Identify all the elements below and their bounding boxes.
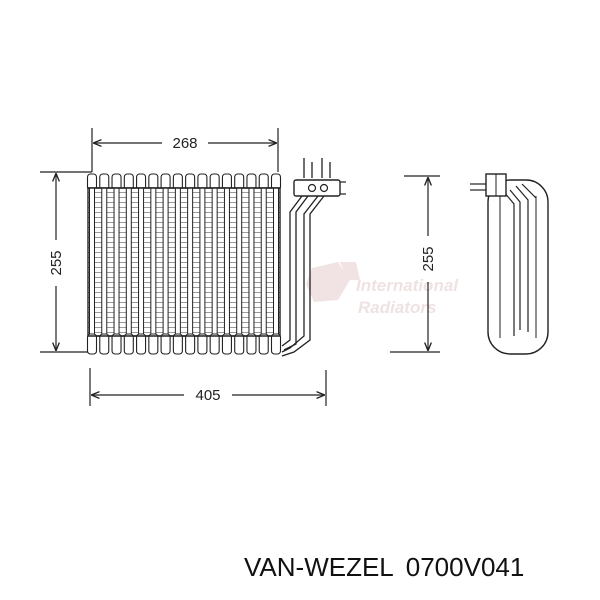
dimension-side-height: 255 — [390, 175, 440, 353]
core-tube — [174, 187, 181, 337]
core-tube — [199, 187, 206, 337]
dimension-top-width: 268 — [91, 128, 279, 172]
core-tube — [211, 187, 218, 337]
dimension-left-height-label: 255 — [48, 250, 65, 275]
connection-flange — [293, 179, 346, 197]
core-tube — [150, 187, 157, 337]
side-view-flange — [470, 173, 507, 197]
core-tube — [162, 187, 169, 337]
core-tank-bottom — [136, 333, 147, 355]
core-tank-bottom — [86, 333, 98, 355]
core-tank-bottom — [221, 333, 232, 355]
part-number: 0700V041 — [405, 552, 525, 582]
core-tube — [113, 187, 120, 337]
dimension-bottom-width: 405 — [89, 368, 327, 406]
core-tube — [260, 187, 267, 337]
watermark-logo-icon — [306, 262, 360, 302]
watermark: International Radiators — [306, 262, 459, 317]
core-tube — [89, 187, 95, 337]
core-tank-bottom — [234, 333, 245, 355]
core-tank-bottom — [270, 333, 282, 355]
evaporator-side-view — [487, 179, 549, 355]
evaporator-core — [86, 173, 282, 355]
core-tank-bottom — [148, 333, 159, 355]
core-tank-bottom — [209, 333, 220, 355]
core-tank-bottom — [99, 333, 110, 355]
core-tube — [125, 187, 132, 337]
product-caption: VAN-WEZEL 0700V041 — [244, 552, 584, 592]
refrigerant-pipes — [281, 158, 331, 357]
core-tank-bottom — [246, 333, 257, 355]
core-tank-bottom — [160, 333, 171, 355]
dimension-left-height: 255 — [40, 171, 92, 353]
core-tank-bottom — [185, 333, 196, 355]
watermark-line-2: Radiators — [358, 298, 436, 317]
core-tank-bottom — [197, 333, 208, 355]
watermark-line-1: International — [356, 276, 459, 295]
core-bottom-tanks — [86, 333, 282, 355]
core-tube — [187, 187, 194, 337]
core-tank-bottom — [172, 333, 183, 355]
core-tube — [101, 187, 108, 337]
core-tank-bottom — [123, 333, 134, 355]
core-tube — [138, 187, 145, 337]
core-tube — [273, 187, 279, 337]
core-tube — [248, 187, 255, 337]
brand-name: VAN-WEZEL — [244, 552, 394, 582]
dimension-bottom-width-label: 405 — [195, 387, 220, 404]
dimension-top-width-label: 268 — [172, 135, 197, 152]
core-tank-bottom — [258, 333, 269, 355]
dimension-side-height-label: 255 — [420, 246, 437, 271]
core-tank-bottom — [111, 333, 122, 355]
core-tube — [236, 187, 243, 337]
core-top-tanks — [86, 173, 282, 191]
core-tube — [223, 187, 230, 337]
